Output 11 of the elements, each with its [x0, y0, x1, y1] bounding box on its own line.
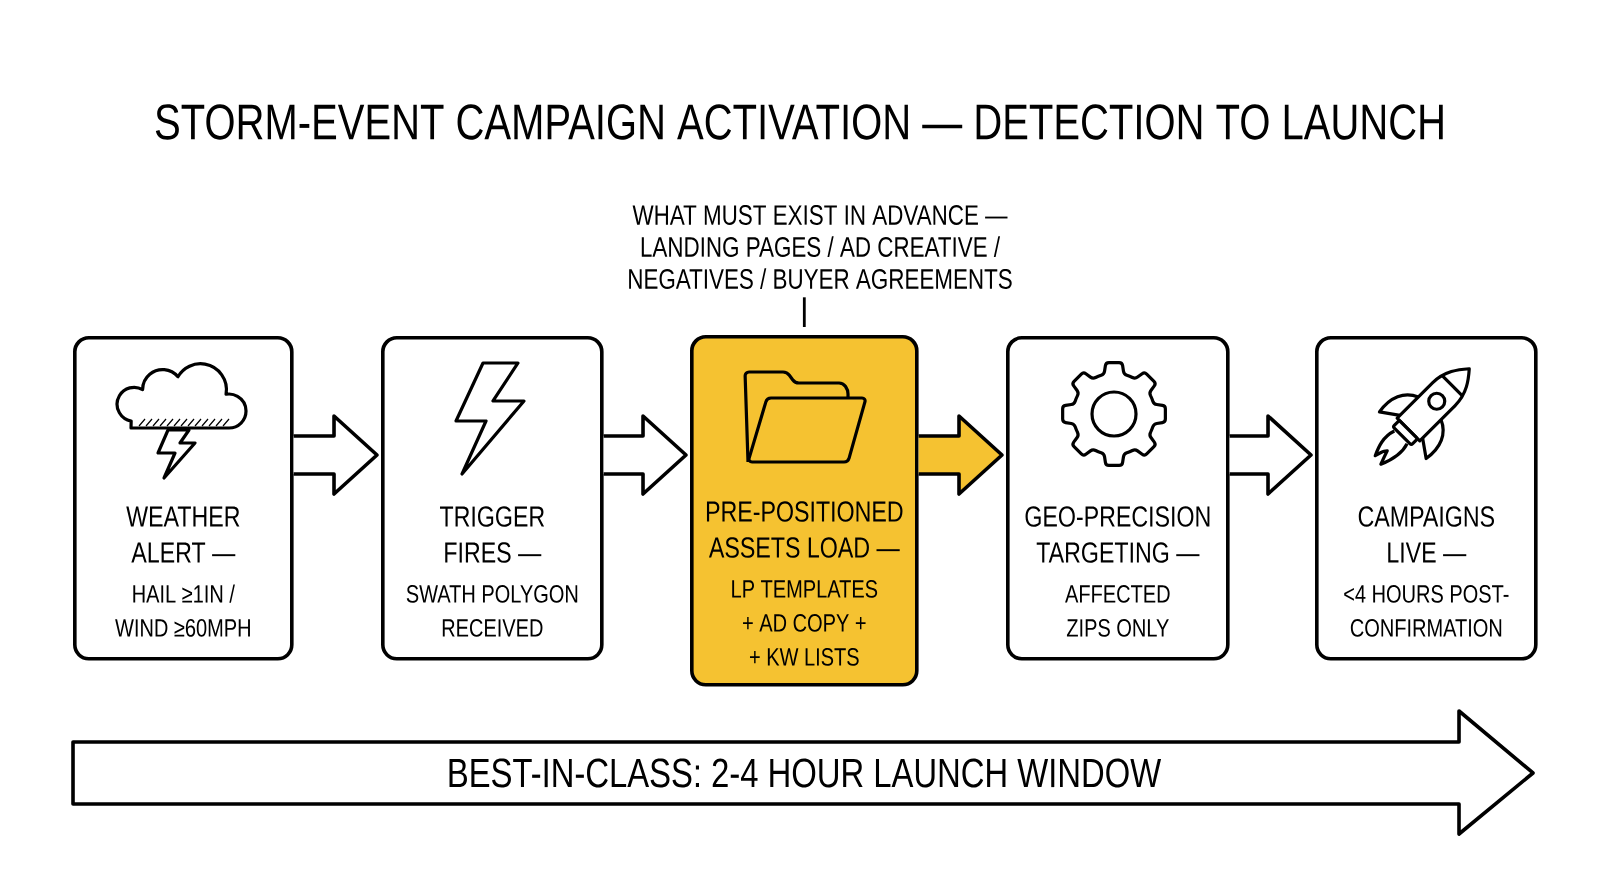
arrow	[1227, 414, 1313, 496]
process-box: PRE-POSITIONED ASSETS LOAD — LP TEMPLATES + AD COPY + + KW LISTS	[690, 335, 919, 687]
process-box: CAMPAIGNS LIVE — <4 HOURS POST-CONFIRMATION	[1315, 336, 1538, 661]
note-text: WHAT MUST EXIST IN ADVANCE — LANDING PAGES / AD CREATIVE / NEGATIVES / BUYER AGREEMENTS	[629, 205, 1012, 289]
arrow	[601, 414, 688, 496]
leader-line	[802, 297, 806, 327]
process-box: GEO-PRECISION TARGETING — AFFECTED ZIPS ONLY	[1006, 336, 1230, 661]
title: STORM-EVENT CAMPAIGN ACTIVATION — DETECTION TO LAUNCH	[155, 104, 1443, 140]
arrow	[291, 414, 379, 496]
process-box: TRIGGER FIRES — SWATH POLYGON RECEIVED	[381, 336, 604, 661]
arrow	[916, 414, 1004, 496]
